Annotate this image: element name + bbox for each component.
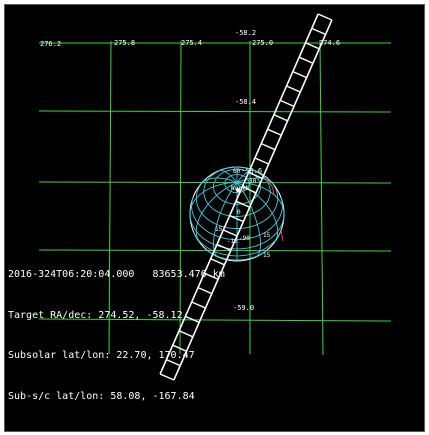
grid-meridian-line [108,40,112,355]
globe-label: 15 [263,232,271,239]
ra-label: 274.6 [319,39,340,47]
footprint-rung [178,330,194,338]
dec-label: -58.4 [235,98,256,106]
sky-plot[interactable]: 276.2 275.8 275.4 275.0 274.6 -58.2 -58.… [5,5,425,432]
footprint-rung [235,200,250,208]
subspacecraft-point [235,187,241,193]
globe-label: North [231,185,249,192]
ra-label: 275.4 [181,39,202,47]
ra-label: 276.2 [40,40,61,48]
footprint-rung [317,13,333,21]
subspacecraft-latlon-line: Sub-s/c lat/lon: 58.08, -167.84 [8,391,195,403]
footprint-rung [223,229,238,237]
sky-plot-viewport[interactable]: 276.2 275.8 275.4 275.0 274.6 -58.2 -58.… [4,4,425,432]
grid-meridian-line [319,40,324,356]
footprint-rung [273,114,288,122]
footprint-rung [254,157,269,165]
footprint-rung [267,128,282,136]
globe-label: 15 [215,226,223,233]
timestamp-range-line: 2016-324T06:20:04.000 83653.476 km [8,268,225,280]
globe-meridian [218,169,238,183]
footprint-rung [210,258,225,266]
footprint-rung [166,358,181,367]
footprint-rail [159,13,319,375]
dec-label: -58.2 [235,29,256,37]
footprint-rung [159,373,175,381]
footprint-rung [248,171,263,180]
grid-parallel-line [38,318,392,322]
target-globe [189,166,285,262]
footprint-rung [311,27,326,36]
globe-meridian [200,177,238,185]
footprint-rung [204,272,219,280]
footprint-rung [286,85,301,93]
footprint-rail [173,19,333,381]
globe-meridian [237,182,285,215]
globe-labels: 60 30 North 0 15 15 -15 -90 15 [215,168,271,259]
globe-meridian [195,182,238,243]
grid-meridian-line [179,40,182,355]
footprint-rung [185,315,200,324]
dec-label: -59.0 [233,304,254,312]
globe-label: 0 [237,209,241,216]
grid-parallel-line [38,181,392,184]
footprint-rung [292,70,307,79]
subsolar-latlon-line: Subsolar lat/lon: 22.70, 170.47 [8,350,195,362]
info-panel: 2016-324T06:20:04.000 83653.476 km Targe… [8,241,225,431]
globe-label: 60 [233,168,241,175]
grid-parallel-line [38,110,392,113]
footprint-rung [298,56,314,64]
footprint-rung [260,142,276,151]
ra-label: 275.8 [114,39,135,47]
ra-label: 275.0 [252,39,273,47]
terminator-mark [280,230,284,242]
footprint-rung [191,301,206,309]
footprint-rung [197,286,213,295]
globe-meridian [236,169,256,183]
footprint-rung [279,99,295,108]
footprint-rung [305,42,320,50]
coordinate-grid [38,40,392,356]
globe-label: -15 [227,238,238,245]
footprint-rung [229,214,244,223]
globe-label: 15 [263,252,271,259]
footprint-rung [242,186,257,194]
footprint-rung [216,243,232,252]
globe-meridian [236,182,261,258]
target-radec-line: Target RA/dec: 274.52, -58.12 [8,309,183,321]
globe-label: -90 [239,235,250,242]
terminator-mark [266,180,274,196]
globe-label: 30 [249,178,257,185]
globe-meridian [189,182,237,215]
instrument-footprint-ladder [159,13,333,381]
footprint-rung [172,344,187,352]
